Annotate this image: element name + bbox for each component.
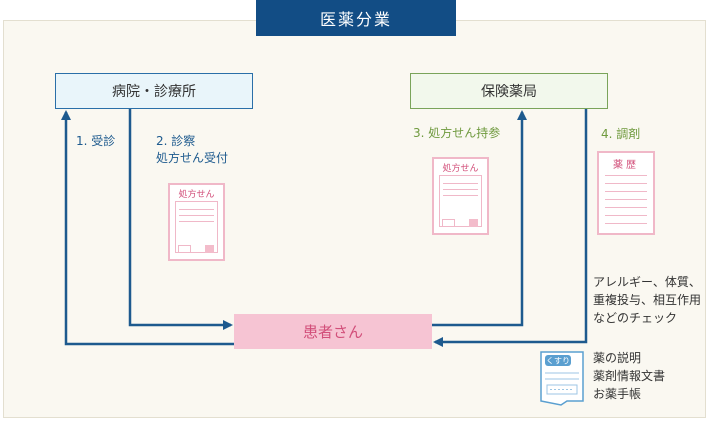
prescription-document-icon: 処方せん	[168, 183, 225, 261]
provided-items: 薬の説明 薬剤情報文書 お薬手帳	[593, 349, 665, 403]
provided-item-1: 薬の説明	[593, 351, 642, 365]
prescription-doc-title-2: 処方せん	[442, 164, 479, 174]
prescription-document-icon-2: 処方せん	[432, 157, 489, 235]
hospital-clinic-node: 病院・診療所	[55, 73, 253, 109]
check-description: アレルギー、体質、 重複投与、相互作用 などのチェック	[593, 273, 701, 327]
check-line-1: アレルギー、体質、	[593, 275, 701, 289]
patient-node: 患者さん	[234, 314, 432, 349]
provided-item-3: お薬手帳	[593, 387, 642, 401]
arrow-visit	[61, 110, 234, 346]
arrow-bring-prescription	[432, 110, 527, 327]
diagram-title: 医薬分業	[256, 0, 456, 36]
notebook-label: くすり	[546, 357, 570, 366]
check-line-2: 重複投与、相互作用	[593, 293, 702, 307]
step-4-label: 4. 調剤	[601, 127, 641, 141]
step-2-label: 2. 診察 処方せん受付	[156, 133, 228, 167]
provided-item-2: 薬剤情報文書	[593, 369, 666, 383]
medication-history-document-icon: 薬歴	[597, 151, 655, 235]
prescription-doc-title: 処方せん	[178, 190, 215, 200]
step-2-line-1: 2. 診察	[156, 134, 196, 148]
step-1-label: 1. 受診	[76, 134, 116, 148]
arrow-prescription-issued	[128, 109, 233, 330]
arrow-dispensing	[433, 109, 588, 347]
step-3-label: 3. 処方せん持参	[413, 126, 501, 140]
check-line-3: などのチェック	[593, 311, 678, 325]
pharmacy-node: 保険薬局	[410, 73, 608, 109]
step-2-line-2: 処方せん受付	[156, 151, 229, 165]
medicine-notebook-icon: くすり	[540, 351, 584, 406]
medication-history-title: 薬歴	[613, 160, 639, 171]
